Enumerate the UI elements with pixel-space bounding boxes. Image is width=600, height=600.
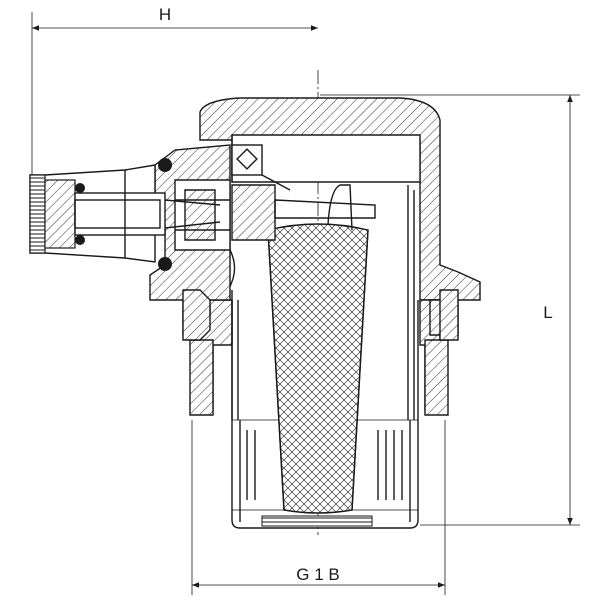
dimension-thread-label: G 1 B	[296, 565, 339, 584]
dimension-thread: G 1 B	[191, 420, 446, 595]
dimension-h-label: H	[159, 5, 171, 24]
coupling-nut	[182, 289, 459, 341]
dimension-l: L	[320, 94, 580, 526]
strainer-cup	[231, 300, 419, 529]
dimension-h: H	[31, 5, 318, 180]
guide-tube	[231, 185, 415, 420]
valve-mechanism	[227, 144, 376, 291]
float	[267, 184, 369, 514]
dimension-l-label: L	[543, 303, 552, 322]
outlet-nozzle	[29, 164, 221, 263]
